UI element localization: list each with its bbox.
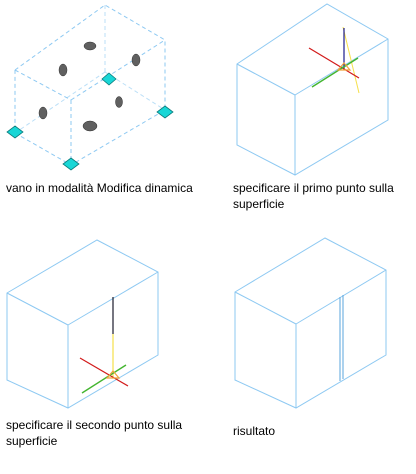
result-box-diagram: [234, 237, 387, 409]
box-edges: [236, 3, 389, 176]
grip-handle-right[interactable]: [156, 105, 174, 119]
caption-step-3: specificare il secondo punto sulla super…: [6, 418, 183, 448]
caption-step-1: vano in modalità Modifica dinamica: [6, 181, 193, 195]
hole-icon: [58, 63, 68, 77]
ucs-crosshair-icon: [308, 26, 360, 94]
grip-handle-top[interactable]: [101, 72, 117, 86]
hole-markers: [38, 41, 141, 132]
second-point-box-diagram: [6, 239, 159, 409]
dashed-box-edges: [14, 4, 166, 166]
grip-handle-left[interactable]: [6, 125, 24, 139]
hole-icon: [38, 106, 48, 120]
hole-icon: [115, 96, 123, 108]
caption-step-2: specificare il primo punto sulla superfi…: [233, 181, 394, 211]
hole-icon: [83, 41, 97, 51]
panel-step-4: risultato: [208, 237, 416, 474]
hole-icon: [131, 53, 141, 67]
box-edges: [6, 239, 159, 409]
dynamic-edit-box-diagram: [6, 4, 174, 171]
panel-step-2: specificare il primo punto sulla superfi…: [208, 0, 416, 237]
first-point-box-diagram: [236, 3, 389, 176]
box-edges: [234, 237, 387, 409]
caption-step-4: risultato: [233, 424, 276, 438]
grip-handles[interactable]: [6, 72, 174, 171]
grip-handle-bottom[interactable]: [62, 157, 80, 171]
panel-step-3: specificare il secondo punto sulla super…: [0, 237, 208, 474]
ucs-crosshair-icon: [79, 297, 129, 394]
panel-step-1: vano in modalità Modifica dinamica: [0, 0, 208, 237]
hole-icon: [82, 120, 98, 132]
